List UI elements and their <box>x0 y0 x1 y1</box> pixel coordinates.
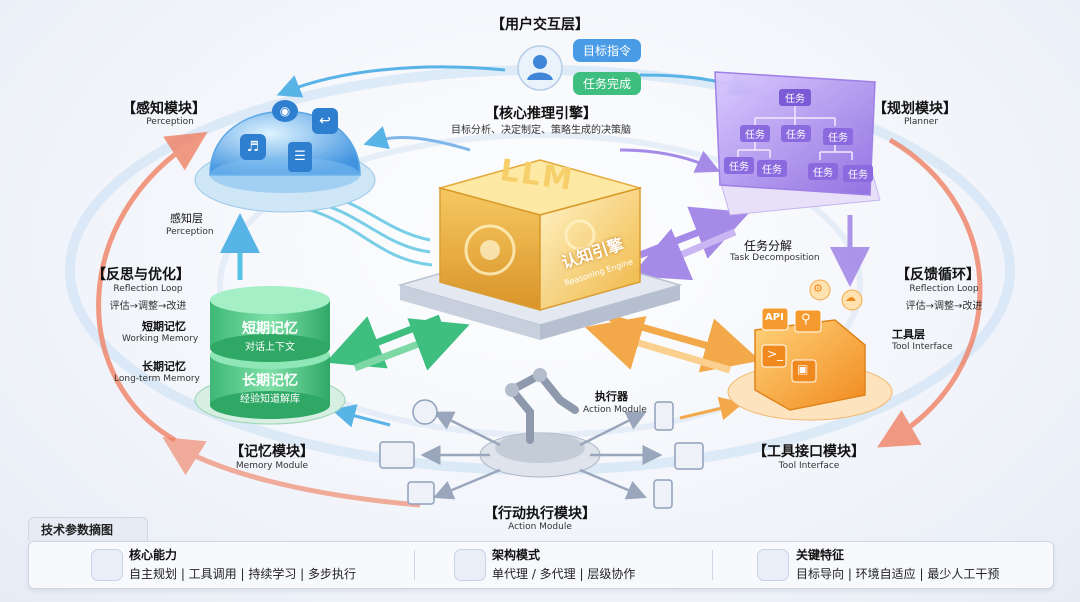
search-icon: ⚲ <box>801 312 811 327</box>
tool-layer-cn: 工具层 <box>892 328 925 341</box>
loop-arrow-right-down <box>877 137 983 448</box>
action-peripheral-icons <box>379 399 704 509</box>
settings-icon: ⚙ <box>813 282 823 295</box>
tools-en: Tool Interface <box>778 461 840 471</box>
task-decomp-en: Task Decomposition <box>730 253 820 263</box>
robot-arm <box>505 369 579 444</box>
user-layer-title: 【用户交互层】 <box>491 17 589 33</box>
params-core-text: 自主规划 | 工具调用 | 持续学习 | 多步执行 <box>129 567 357 581</box>
action-en: Action Module <box>508 522 572 532</box>
planner-title: 【规划模块】 <box>873 101 957 117</box>
core-memory-arrow-a <box>325 314 442 369</box>
terminal-icon: >_ <box>767 347 784 361</box>
short-memory-cyl-sub: 对话上下文 <box>245 342 295 353</box>
executor-en: Action Module <box>583 405 647 415</box>
perception-layer-cn: 感知层 <box>170 212 203 225</box>
feedback-flow: 评估→调整→改进 <box>905 301 983 312</box>
executor-cn: 执行器 <box>595 390 628 403</box>
reflection-flow: 评估→调整→改进 <box>109 301 187 312</box>
planner-root-task: 任务 <box>779 89 811 106</box>
planner-task-3: 任务 <box>823 128 853 145</box>
core-to-perception-arc <box>363 126 471 152</box>
database-icon: ▣ <box>797 362 809 376</box>
reflection-title: 【反思与优化】 <box>92 267 190 283</box>
action-title: 【行动执行模块】 <box>484 506 596 522</box>
memory-top <box>210 286 330 314</box>
planner-en: Planner <box>903 117 939 127</box>
perception-en: Perception <box>146 117 194 127</box>
long-memory-cyl-title: 长期记忆 <box>242 373 298 389</box>
cloud-icon: ☁ <box>845 291 856 304</box>
action-to-memory-arrow <box>331 404 391 428</box>
params-feature-title: 关键特征 <box>796 548 845 562</box>
ear-icon: ↩ <box>312 108 338 134</box>
short-memory-label-en: Working Memory <box>122 334 199 344</box>
long-memory-label-cn: 长期记忆 <box>142 360 186 373</box>
params-panel: 核心能力 自主规划 | 工具调用 | 持续学习 | 多步执行 架构模式 单代理 … <box>28 541 1054 589</box>
eye-icon: ◉ <box>272 100 298 122</box>
planner-task-5: 任务 <box>757 160 787 177</box>
action-to-tools-arrow <box>679 396 744 421</box>
core-tools-arrow-a <box>609 314 761 373</box>
params-arch-title: 架构模式 <box>492 548 541 562</box>
core-cube-right <box>539 187 641 311</box>
feedback-title: 【反馈循环】 <box>896 267 980 283</box>
planner-task-1: 任务 <box>740 125 770 142</box>
params-feature-text: 目标导向 | 环境自适应 | 最少人工干预 <box>796 567 1000 581</box>
core-memory-arrow-b <box>353 318 470 372</box>
loop-arrow-left-bottom <box>162 437 421 508</box>
sliders-icon <box>757 549 789 581</box>
core-to-planner-arc <box>619 148 721 173</box>
user-to-perception-arrow <box>276 65 506 98</box>
memory-title: 【记忆模块】 <box>230 444 314 460</box>
core-engine-desc: 目标分析、决定制定、策略生成的决策脑 <box>451 125 631 136</box>
memory-en: Memory Module <box>235 461 309 471</box>
params-arch-text: 单代理 / 多代理 | 层级协作 <box>492 567 636 581</box>
perception-title: 【感知模块】 <box>122 101 206 117</box>
tools-title: 【工具接口模块】 <box>753 444 865 460</box>
short-memory-cyl-title: 短期记忆 <box>242 321 298 337</box>
long-memory-label-en: Long-term Memory <box>114 374 200 384</box>
api-label: API <box>765 312 784 323</box>
params-divider-1 <box>414 550 415 580</box>
planner-task-4: 任务 <box>724 157 754 174</box>
planner-task-6: 任务 <box>808 163 838 180</box>
tool-layer-en: Tool Interface <box>892 342 953 352</box>
task-decomp-cn: 任务分解 <box>744 239 793 253</box>
command-chip: 目标指令 <box>573 39 642 62</box>
cubes-icon <box>91 549 123 581</box>
feedback-en: Reflection Loop <box>909 284 979 294</box>
params-tab: 技术参数摘图 <box>28 517 148 541</box>
reflection-en: Reflection Loop <box>113 284 183 294</box>
document-icon: ☰ <box>288 142 312 172</box>
perception-layer-en: Perception <box>166 227 214 237</box>
loop-arrow-left-up <box>96 131 208 443</box>
planner-task-7: 任务 <box>843 165 873 182</box>
core-tools-arrow-b <box>584 316 731 374</box>
core-planner-arrow-b <box>630 228 737 281</box>
planner-task-2: 任务 <box>781 125 811 142</box>
hierarchy-icon <box>454 549 486 581</box>
core-engine-title: 【核心推理引擎】 <box>485 106 597 122</box>
params-divider-2 <box>712 550 713 580</box>
short-memory-label-cn: 短期记忆 <box>142 320 186 333</box>
long-memory-cyl-sub: 经验知道解库 <box>240 394 300 405</box>
speaker-icon: ♬ <box>240 134 266 160</box>
task-done-chip: 任务完成 <box>573 72 642 95</box>
params-core-title: 核心能力 <box>129 548 178 562</box>
